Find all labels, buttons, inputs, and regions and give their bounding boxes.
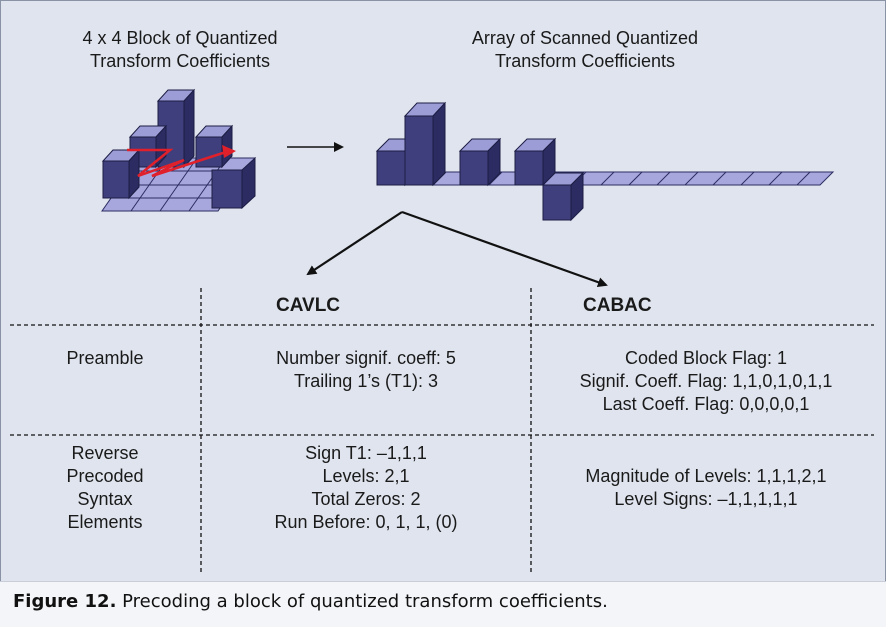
array-bars [375,101,585,222]
caption-label: Figure 12. [13,591,117,612]
array-bar [458,137,502,187]
block-bar [101,148,141,200]
cabac-syntax-cell: Magnitude of Levels: 1,1,1,2,1 Level Sig… [536,465,876,511]
cell-line: Level Signs: –1,1,1,1,1 [614,489,798,509]
cell-line: Trailing 1’s (T1): 3 [293,371,439,391]
array-bar [513,137,557,187]
cell-line: Run Before: 0, 1, 1, (0) [274,512,458,532]
row-label-line: Precoded [66,466,144,486]
cell-line: Magnitude of Levels: 1,1,1,2,1 [585,466,827,486]
row-label-line: Syntax [77,489,133,509]
cavlc-preamble-cell: Number signif. coeff: 5 Trailing 1’s (T1… [206,347,526,393]
cell-line: Levels: 2,1 [322,466,410,486]
right-title-line-2: Transform Coefficients [494,51,676,71]
branch-arrow-cavlc [306,211,403,276]
block-bar [194,124,234,169]
zigzag-scan-arrow [127,145,236,178]
cavlc-syntax-cell: Sign T1: –1,1,1 Levels: 2,1 Total Zeros:… [206,442,526,534]
block-bar [211,156,256,210]
cabac-preamble-cell: Coded Block Flag: 1 Signif. Coeff. Flag:… [536,347,876,416]
cell-line: Last Coeff. Flag: 0,0,0,0,1 [602,394,810,414]
right-array-title: Array of Scanned Quantized Transform Coe… [430,27,740,73]
array-bar [403,101,447,187]
left-title-line-2: Transform Coefficients [89,51,271,71]
column-header-cavlc: CAVLC [276,295,341,316]
table-grid [10,288,874,572]
cell-line: Number signif. coeff: 5 [276,348,456,368]
caption-text: Figure 12. Precoding a block of quantize… [13,591,608,612]
scanned-array-strip [376,171,835,186]
caption-body: Precoding a block of quantized transform… [122,591,608,612]
cell-line: Total Zeros: 2 [311,489,421,509]
cell-line: Coded Block Flag: 1 [624,348,788,368]
left-block-title: 4 x 4 Block of Quantized Transform Coeff… [40,27,320,73]
row-label-reverse-precoded: Reverse Precoded Syntax Elements [20,442,190,534]
cell-line: Sign T1: –1,1,1 [305,443,427,463]
cell-line: Signif. Coeff. Flag: 1,1,0,1,0,1,1 [579,371,833,391]
array-bar-negative [541,171,585,222]
row-label-line: Preamble [66,348,144,368]
right-title-line-1: Array of Scanned Quantized [471,28,699,48]
row-label-line: Reverse [71,443,139,463]
column-header-cabac: CABAC [583,295,652,316]
left-title-line-1: 4 x 4 Block of Quantized [82,28,278,48]
figure-caption: Figure 12. Precoding a block of quantize… [0,581,886,627]
row-label-line: Elements [67,512,143,532]
branch-arrow-cabac [401,210,608,288]
row-label-preamble: Preamble [20,347,190,370]
